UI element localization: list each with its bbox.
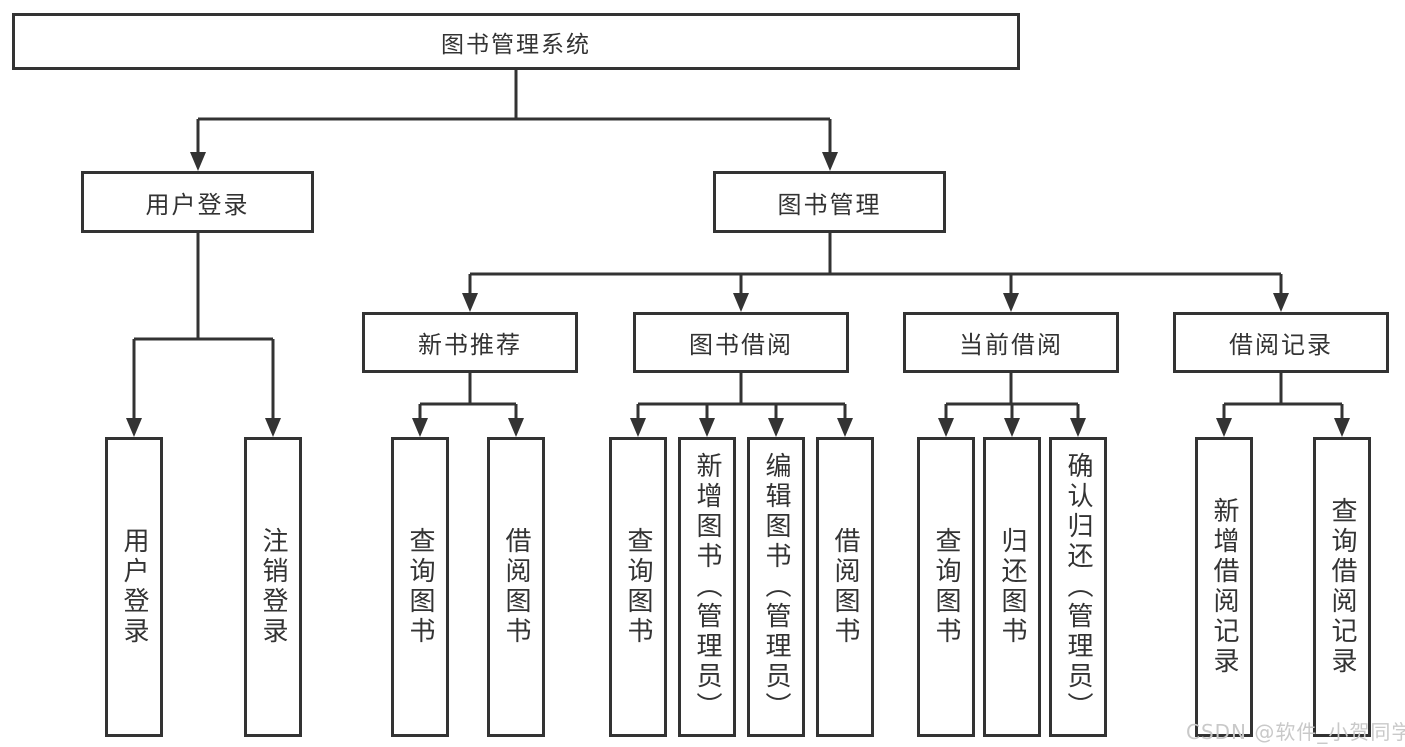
arrowhead-icon	[265, 418, 281, 437]
watermark-text: CSDN @软件_小贺同学	[1186, 720, 1405, 744]
connector-borrowing-records-children	[1216, 373, 1350, 437]
leaf-user-login: 用户登录	[105, 437, 163, 737]
leaf-borrow-books-recommend: 借阅图书	[487, 437, 545, 737]
node-library-system: 图书管理系统	[12, 13, 1020, 70]
arrowhead-icon	[837, 418, 853, 437]
arrowhead-icon	[699, 418, 715, 437]
arrowhead-icon	[462, 293, 478, 312]
leaf-query-books-current: 查询图书	[917, 437, 975, 737]
connector-new-book-recommendation-children	[412, 373, 524, 437]
leaf-logout: 注销登录	[244, 437, 302, 737]
node-user-login: 用户登录	[81, 171, 314, 233]
leaf-edit-book-admin: 编辑图书（管理员）	[747, 437, 805, 737]
node-book-management: 图书管理	[713, 171, 946, 233]
arrowhead-icon	[822, 152, 838, 171]
connector-user-login-children	[126, 233, 281, 437]
arrowhead-icon	[938, 418, 954, 437]
arrowhead-icon	[768, 418, 784, 437]
connector-book-borrowing-children	[630, 373, 853, 437]
arrowhead-icon	[190, 152, 206, 171]
arrowhead-icon	[733, 293, 749, 312]
leaf-add-book-admin: 新增图书（管理员）	[678, 437, 736, 737]
arrowhead-icon	[412, 418, 428, 437]
leaf-query-books-borrowing: 查询图书	[609, 437, 667, 737]
leaf-query-books-recommend: 查询图书	[391, 437, 449, 737]
arrowhead-icon	[1334, 418, 1350, 437]
node-borrowing-records: 借阅记录	[1173, 312, 1389, 373]
node-book-borrowing: 图书借阅	[633, 312, 849, 373]
connector-current-borrowing-children	[938, 373, 1086, 437]
leaf-borrow-books-borrowing: 借阅图书	[816, 437, 874, 737]
arrowhead-icon	[126, 418, 142, 437]
connector-root-to-level2	[190, 70, 838, 171]
leaf-add-borrow-record: 新增借阅记录	[1195, 437, 1253, 737]
node-new-book-recommendation: 新书推荐	[362, 312, 578, 373]
arrowhead-icon	[630, 418, 646, 437]
arrowhead-icon	[508, 418, 524, 437]
arrowhead-icon	[1004, 418, 1020, 437]
arrowhead-icon	[1070, 418, 1086, 437]
arrowhead-icon	[1273, 293, 1289, 312]
node-current-borrowing: 当前借阅	[903, 312, 1119, 373]
arrowhead-icon	[1003, 293, 1019, 312]
connector-book-management-children	[462, 233, 1289, 312]
arrowhead-icon	[1216, 418, 1232, 437]
leaf-query-borrow-record: 查询借阅记录	[1313, 437, 1371, 737]
leaf-confirm-return-admin: 确认归还（管理员）	[1049, 437, 1107, 737]
leaf-return-books: 归还图书	[983, 437, 1041, 737]
